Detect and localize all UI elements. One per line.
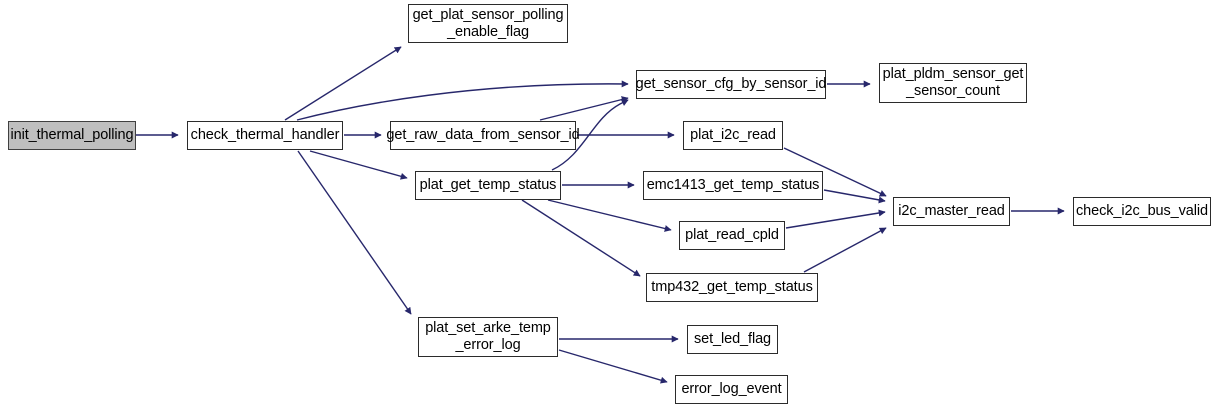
node-set_led_flag[interactable]: set_led_flag xyxy=(687,325,778,354)
edge-tmp432_get_temp_status-to-i2c_master_read xyxy=(803,227,887,273)
node-plat_read_cpld[interactable]: plat_read_cpld xyxy=(679,221,785,250)
node-tmp432_get_temp_status[interactable]: tmp432_get_temp_status xyxy=(646,273,818,302)
node-get_sensor_cfg_by_sensor_id[interactable]: get_sensor_cfg_by_sensor_id xyxy=(636,70,826,99)
edge-plat_get_temp_status-to-plat_read_cpld xyxy=(547,199,672,232)
node-plat_get_temp_status[interactable]: plat_get_temp_status xyxy=(415,171,561,200)
node-check_i2c_bus_valid[interactable]: check_i2c_bus_valid xyxy=(1073,197,1211,226)
node-plat_i2c_read[interactable]: plat_i2c_read xyxy=(683,121,783,150)
edge-emc1413_get_temp_status-to-i2c_master_read xyxy=(823,189,886,204)
node-get_raw_data_from_sensor_id[interactable]: get_raw_data_from_sensor_id xyxy=(386,121,580,150)
node-plat_set_arke_temp_error_log[interactable]: plat_set_arke_temp _error_log xyxy=(418,317,558,357)
node-emc1413_get_temp_status[interactable]: emc1413_get_temp_status xyxy=(643,171,823,200)
node-check_thermal_handler[interactable]: check_thermal_handler xyxy=(187,121,343,150)
edge-check_thermal_handler-to-get_plat_sensor_polling xyxy=(284,46,402,121)
node-init_thermal_polling[interactable]: init_thermal_polling xyxy=(8,121,136,150)
edge-plat_read_cpld-to-i2c_master_read xyxy=(785,209,886,229)
node-i2c_master_read[interactable]: i2c_master_read xyxy=(893,197,1010,226)
node-error_log_event[interactable]: error_log_event xyxy=(675,375,788,404)
edge-plat_get_temp_status-to-tmp432_get_temp_status xyxy=(521,199,641,277)
edge-check_thermal_handler-to-plat_get_temp_status xyxy=(309,150,408,180)
edge-get_raw_data_from_sensor_id-to-get_sensor_cfg_by_sensor_id xyxy=(539,96,629,121)
node-plat_pldm_sensor_get_count[interactable]: plat_pldm_sensor_get _sensor_count xyxy=(879,63,1027,103)
edge-plat_set_arke_temp_error_log-to-error_log_event xyxy=(558,349,668,384)
edge-check_thermal_handler-to-plat_set_arke_temp_error_log xyxy=(297,150,412,315)
node-get_plat_sensor_polling[interactable]: get_plat_sensor_polling _enable_flag xyxy=(408,4,568,43)
edge-check_thermal_handler-to-get_sensor_cfg_by_sensor_id xyxy=(296,80,629,121)
